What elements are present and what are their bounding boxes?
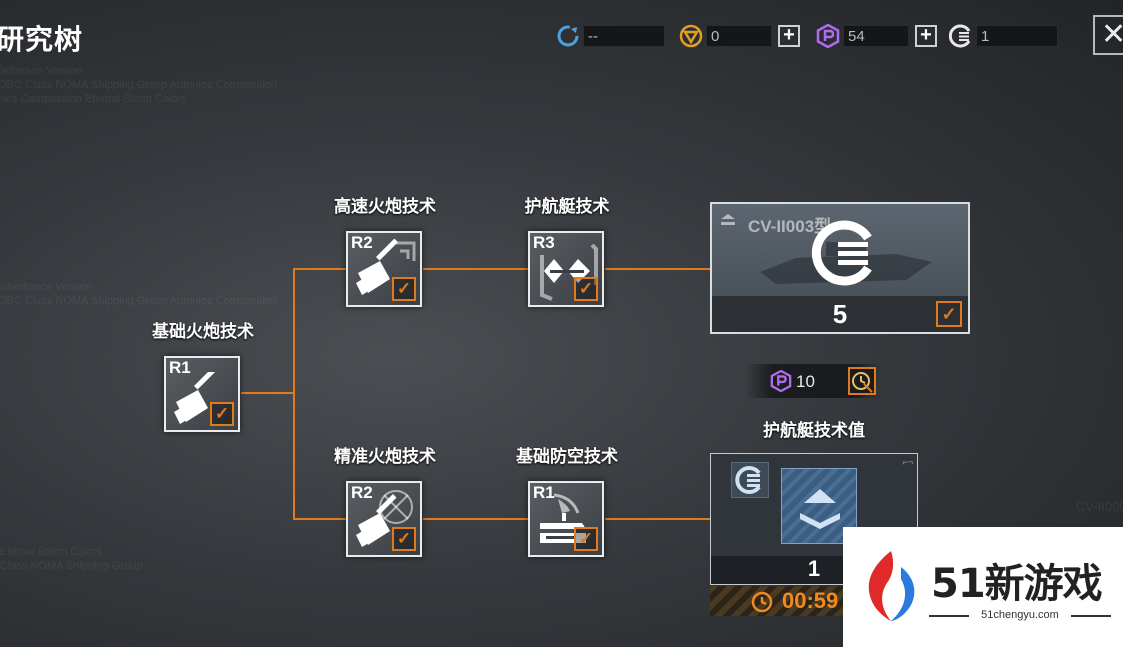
background-text: Eternal Storm Colors Class NOMA Shipping… <box>0 546 143 572</box>
resource-ship-token: 1 <box>949 24 1058 48</box>
page-title: 研究树 <box>0 24 84 55</box>
node-label: 基础防空技术 <box>516 447 618 466</box>
cost-row: 10 <box>746 364 880 398</box>
tech-node-base-aa[interactable]: R1 ✓ <box>528 481 604 557</box>
tree-connector <box>293 268 295 520</box>
escort-count: 1 <box>807 556 821 581</box>
site-watermark: 51新游戏 51chengyu.com <box>843 527 1123 647</box>
resource-points: 54 + <box>816 24 937 48</box>
site-url: 51chengyu.com <box>981 609 1059 621</box>
completed-check-icon: ✓ <box>392 277 416 301</box>
add-gold-button[interactable]: + <box>778 25 800 47</box>
clock-speedup-icon <box>852 372 873 393</box>
rank-badge: R1 <box>533 483 555 502</box>
node-label: 精准火炮技术 <box>334 447 436 466</box>
add-points-button[interactable]: + <box>915 25 937 47</box>
tree-connector <box>293 268 347 270</box>
completed-check-icon: ✓ <box>392 527 416 551</box>
fast-cannon-icon <box>356 238 416 295</box>
tech-node-escort[interactable]: R3 ✓ <box>528 231 604 307</box>
tech-node-fast-gun[interactable]: R2 ✓ <box>346 231 422 307</box>
ship-token-icon <box>811 220 872 286</box>
completed-check-icon: ✓ <box>574 527 598 551</box>
tech-node-base-gun[interactable]: R1 ✓ <box>164 356 240 432</box>
resource-refresh: -- <box>556 24 665 48</box>
reward-count: 5 <box>832 299 848 329</box>
ship-name: CV-II003型 <box>748 217 832 236</box>
tree-connector <box>423 268 529 270</box>
escort-value-label: 护航艇技术值 <box>763 421 865 440</box>
background-text: Inheritance Version OBC Class NOMA Shipp… <box>0 281 277 307</box>
escort-boat-icon <box>540 243 598 301</box>
resource-value: -- <box>583 25 665 47</box>
ship-token-icon <box>949 24 973 48</box>
purple-points-icon <box>816 24 840 48</box>
completed-check-icon: ✓ <box>574 277 598 301</box>
purple-points-icon <box>770 369 792 397</box>
completed-check-icon: ✓ <box>210 402 234 426</box>
background-text: CV-II000 <box>1076 499 1123 514</box>
refresh-currency-icon <box>556 24 580 48</box>
corner-marks: ⌐¬ <box>902 457 913 467</box>
tree-connector <box>423 518 529 520</box>
clock-icon <box>750 590 774 619</box>
ship-reward-card[interactable]: CV-II003型 5 ✓ <box>710 202 970 334</box>
rank-badge: R3 <box>533 233 555 252</box>
node-label: 护航艇技术 <box>524 197 610 216</box>
countdown-timer: 00:59 <box>782 588 839 613</box>
resource-value: 0 <box>706 25 772 47</box>
completed-check-icon: ✓ <box>936 301 962 327</box>
tech-node-precise-gun[interactable]: R2 ✓ <box>346 481 422 557</box>
resource-value: 54 <box>843 25 909 47</box>
tree-connector <box>605 268 711 270</box>
gold-coin-icon <box>679 24 703 48</box>
precise-cannon-icon <box>356 490 413 547</box>
ship-token-icon <box>731 462 769 498</box>
divider <box>929 615 969 617</box>
resource-value: 1 <box>976 25 1058 47</box>
divider <box>1071 615 1111 617</box>
escort-emblem-icon <box>781 468 857 544</box>
speedup-button[interactable] <box>848 367 876 395</box>
cost-amount: 10 <box>796 372 815 391</box>
tree-connector <box>241 392 295 394</box>
tree-connector <box>293 518 347 520</box>
ship-class-icon <box>720 214 736 228</box>
close-button[interactable]: ✕ <box>1093 15 1123 55</box>
reward-footer <box>712 296 968 332</box>
site-name: 51新游戏 <box>931 561 1103 607</box>
tree-connector <box>605 518 711 520</box>
background-text: Jefferson Version OBC Class NOMA Shippin… <box>0 65 277 105</box>
rank-badge: R2 <box>351 483 373 502</box>
site-logo-icon <box>868 551 915 621</box>
node-label: 基础火炮技术 <box>152 322 254 341</box>
node-label: 高速火炮技术 <box>334 197 436 216</box>
resource-gold: 0 + <box>679 24 800 48</box>
cannon-icon <box>174 372 218 424</box>
rank-badge: R1 <box>169 358 191 377</box>
rank-badge: R2 <box>351 233 373 252</box>
